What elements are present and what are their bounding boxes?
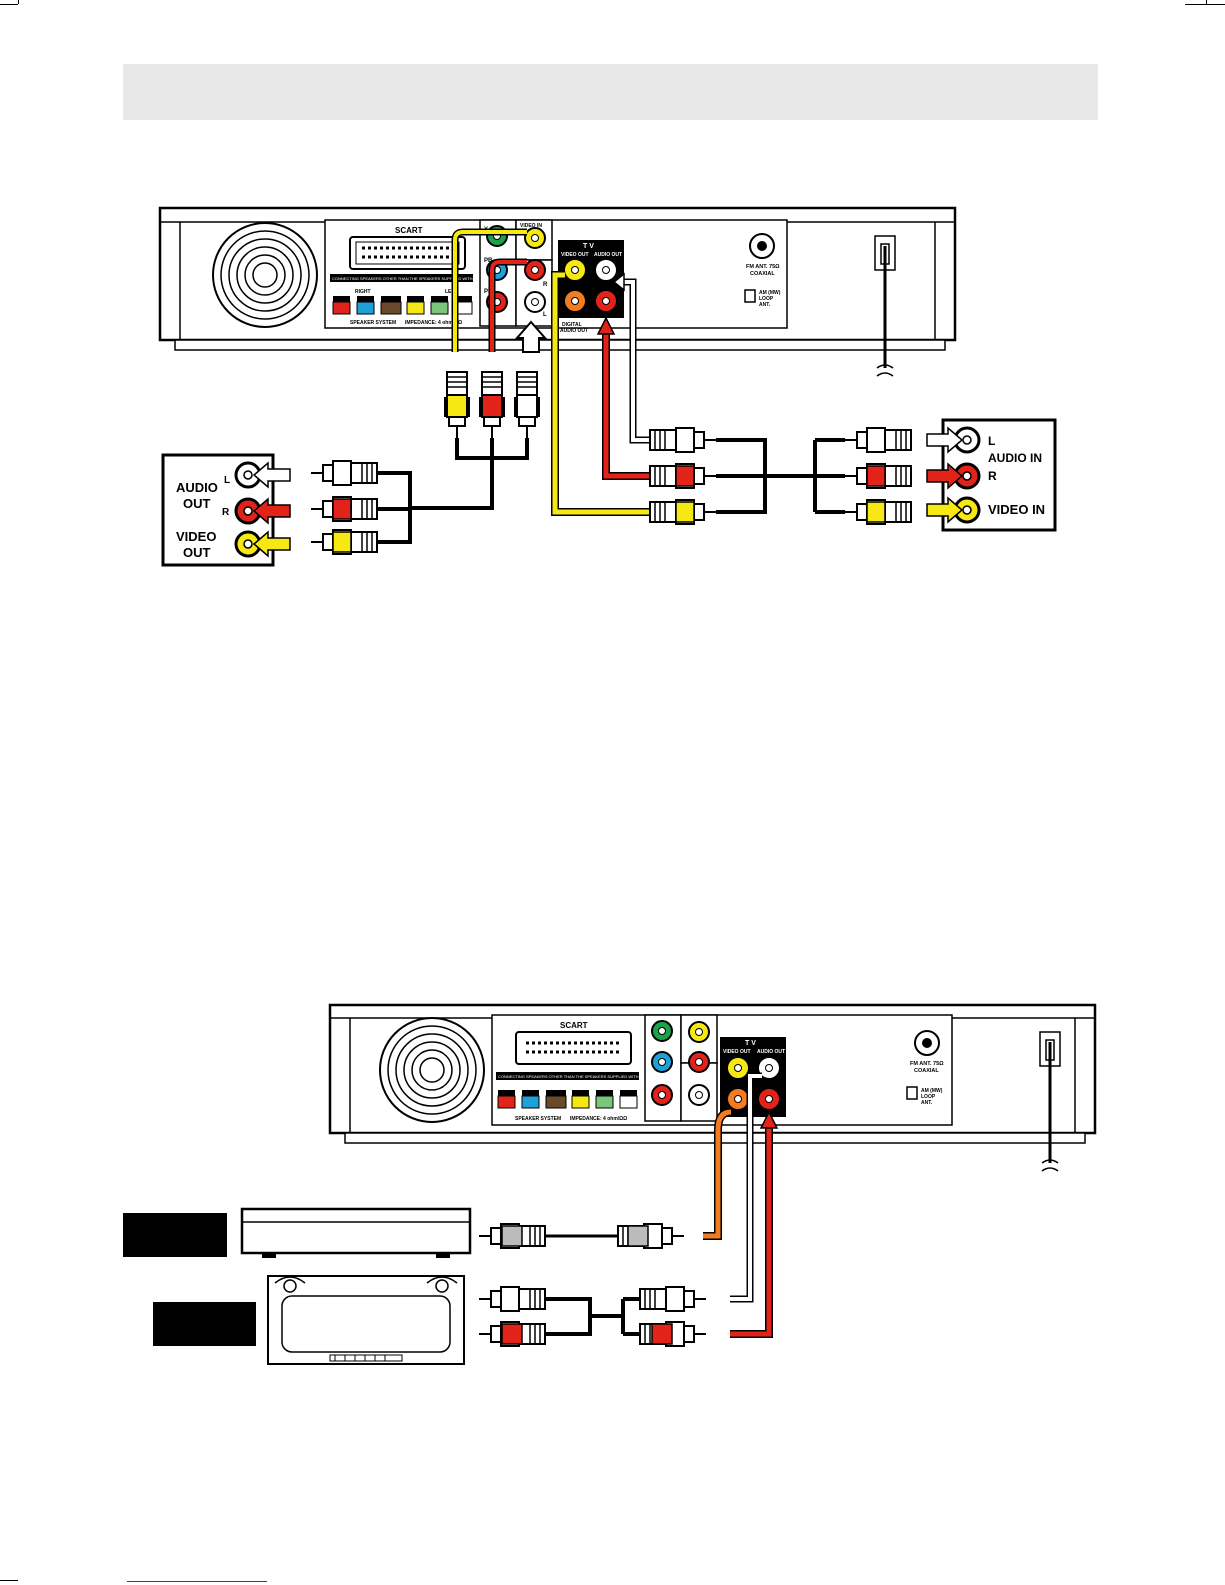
tv-label-2: T V xyxy=(745,1040,756,1047)
source-video-out-label: OUT xyxy=(183,545,211,560)
am-ant-label: AM (MW) xyxy=(759,290,781,296)
audio-out-label-2: AUDIO OUT xyxy=(757,1049,785,1055)
source-device-panel: AUDIO OUT VIDEO OUT L R xyxy=(161,453,291,567)
middle-plugs xyxy=(649,427,912,525)
tv-input-panel: L AUDIO IN R VIDEO IN xyxy=(926,418,1057,532)
loop-label-2: LOOP xyxy=(921,1094,936,1100)
coaxial-label: COAXIAL xyxy=(750,271,775,277)
fm-ant-label-2: FM ANT. 75Ω xyxy=(910,1061,944,1067)
digital-label: DIGITAL xyxy=(562,322,582,328)
speaker-terminals-2 xyxy=(497,1090,638,1109)
tv-r-label: R xyxy=(988,469,997,483)
digital-audio-out-label: AUDIO OUT xyxy=(560,328,588,334)
r-label: R xyxy=(543,282,548,288)
pb-label: PB xyxy=(484,258,493,264)
stereo-label-box xyxy=(153,1302,256,1346)
bottom-output-cables xyxy=(703,1072,779,1338)
stereo-system-device xyxy=(153,1275,465,1365)
top-input-cables xyxy=(451,228,548,353)
source-video-label: VIDEO xyxy=(176,529,216,544)
amplifier-label-box xyxy=(123,1213,227,1257)
video-in-label: VIDEO IN xyxy=(520,223,542,229)
section-header-bar xyxy=(123,64,1098,120)
impedance-label-2: IMPEDANCE: 4 ohm/ΩΩ xyxy=(570,1116,627,1122)
l-label: L xyxy=(543,312,547,318)
audio-out-label: AUDIO OUT xyxy=(594,252,622,258)
amplifier-device xyxy=(123,1207,472,1258)
loop-label: LOOP xyxy=(759,296,774,302)
speaker-warning-text: CONNECTING SPEAKERS OTHER THAN THE SPEAK… xyxy=(332,276,548,281)
video-out-label: VIDEO OUT xyxy=(561,252,589,258)
tv-label: T V xyxy=(583,243,594,250)
crop-mark-top-right xyxy=(1185,4,1225,5)
speaker-system-label-2: SPEAKER SYSTEM xyxy=(515,1116,561,1122)
tv-video-in-label: VIDEO IN xyxy=(988,502,1045,517)
speaker-warning-text-2: CONNECTING SPEAKERS OTHER THAN THE SPEAK… xyxy=(498,1074,714,1079)
left-label: LEFT xyxy=(445,289,458,295)
source-audio-out-label: OUT xyxy=(183,496,211,511)
crop-mark-top-right-v xyxy=(1206,0,1207,4)
speaker-system-label: SPEAKER SYSTEM xyxy=(350,320,396,326)
crop-mark-top-left-v xyxy=(18,0,19,4)
vertical-rca-plugs xyxy=(410,371,540,510)
ant-label-2: ANT. xyxy=(921,1100,933,1106)
tv-out-cables xyxy=(551,271,650,516)
bottom-receiver-unit: SCART CONNECTING SPEAKERS OTHER THAN THE… xyxy=(328,1003,1097,1172)
crop-mark-bottom-left xyxy=(0,1580,18,1581)
scart-label: SCART xyxy=(395,226,423,235)
impedance-label: IMPEDANCE: 4 ohm/ΩΩ xyxy=(405,320,462,326)
bottom-plugs xyxy=(478,1223,707,1347)
source-r-label: R xyxy=(222,507,230,518)
source-l-label: L xyxy=(224,475,230,486)
fm-ant-label: FM ANT. 75Ω xyxy=(746,264,780,270)
source-audio-label: AUDIO xyxy=(176,480,218,495)
speaker-terminals xyxy=(332,296,473,315)
source-plugs xyxy=(310,460,412,555)
scart-label-2: SCART xyxy=(560,1021,588,1030)
right-label: RIGHT xyxy=(355,289,371,295)
ant-label: ANT. xyxy=(759,302,771,308)
footer-link-underline xyxy=(127,1581,267,1582)
tv-l-label: L xyxy=(988,434,995,448)
video-out-label-2: VIDEO OUT xyxy=(723,1049,751,1055)
am-ant-label-2: AM (MW) xyxy=(921,1088,943,1094)
crop-mark-top-left xyxy=(0,4,18,5)
tv-audio-in-label: AUDIO IN xyxy=(988,451,1042,465)
coaxial-label-2: COAXIAL xyxy=(914,1068,939,1074)
